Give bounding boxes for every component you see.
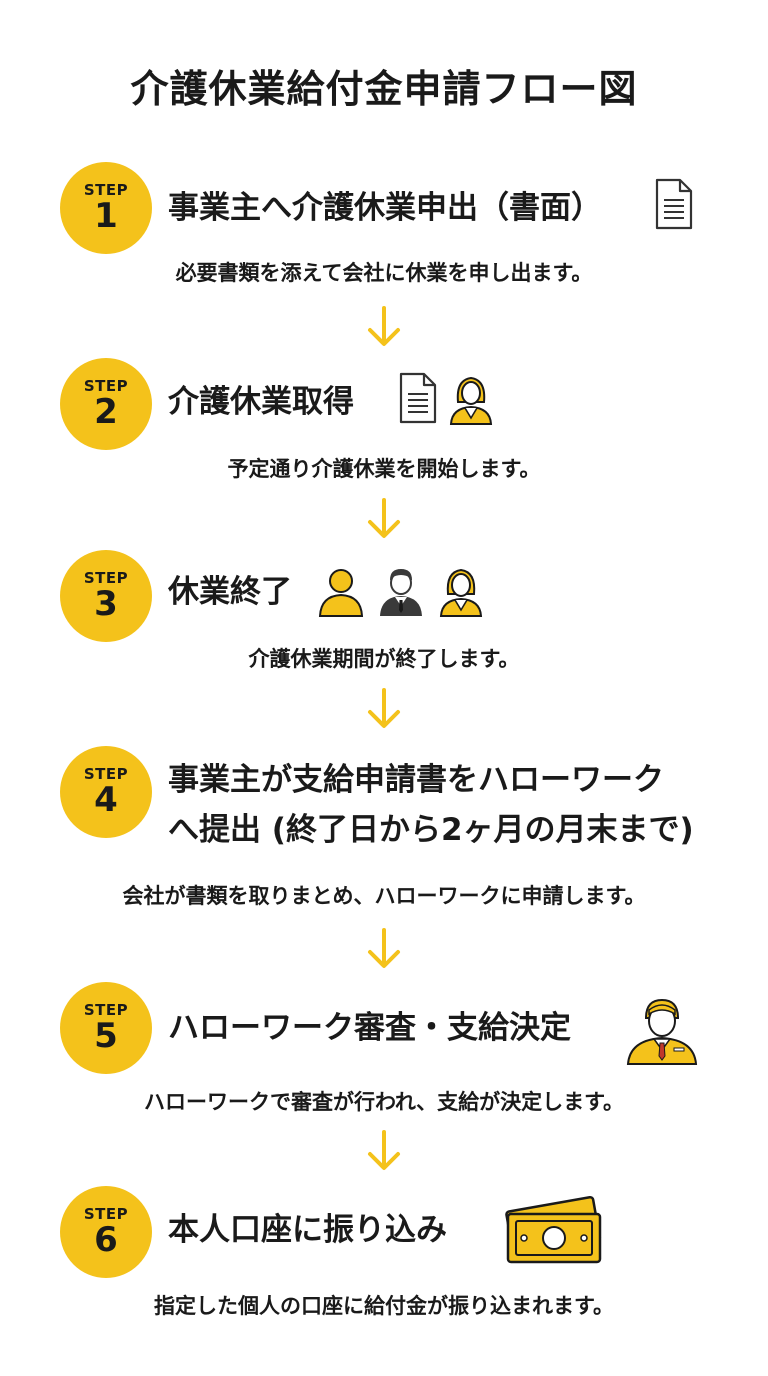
step-3-title: 休業終了	[168, 574, 292, 610]
step-4-desc: 会社が書類を取りまとめ、ハローワークに申請します。	[122, 884, 646, 908]
step-4-title-line1: 事業主が支給申請書をハローワーク	[168, 762, 664, 798]
step-number: 1	[94, 196, 118, 236]
arrow-down-icon	[368, 306, 400, 346]
arrow-down-icon	[368, 928, 400, 968]
staff-icon	[626, 998, 698, 1065]
document-icon	[655, 178, 693, 230]
step-badge-4: STEP 4	[60, 746, 152, 838]
step-label: STEP	[83, 765, 129, 783]
step-3-desc: 介護休業期間が終了します。	[248, 647, 520, 671]
page-title: 介護休業給付金申請フロー図	[130, 67, 638, 111]
step-1-title: 事業主へ介護休業申出（書面）	[168, 190, 602, 226]
arrow-down-icon	[368, 1130, 400, 1170]
money-icon	[505, 1195, 602, 1264]
step-number: 4	[94, 780, 118, 820]
step-6-title: 本人口座に振り込み	[168, 1212, 447, 1248]
step-number: 2	[94, 392, 118, 432]
step-2-title: 介護休業取得	[168, 384, 354, 420]
person-icon	[318, 569, 364, 617]
step-1-desc: 必要書類を添えて会社に休業を申し出ます。	[175, 261, 593, 285]
step-number: 6	[94, 1220, 118, 1260]
step-4-title-line2: へ提出 (終了日から2ヶ月の月末まで)	[168, 812, 694, 848]
step-label: STEP	[83, 1001, 129, 1019]
step-number: 5	[94, 1016, 118, 1056]
step-badge-3: STEP 3	[60, 550, 152, 642]
woman-icon	[449, 376, 493, 425]
document-icon	[399, 372, 437, 424]
step-label: STEP	[83, 377, 129, 395]
step-6-desc: 指定した個人の口座に給付金が振り込まれます。	[154, 1294, 614, 1318]
woman-icon	[439, 568, 483, 617]
step-2-desc: 予定通り介護休業を開始します。	[227, 457, 541, 481]
arrow-down-icon	[368, 688, 400, 728]
step-badge-5: STEP 5	[60, 982, 152, 1074]
step-badge-1: STEP 1	[60, 162, 152, 254]
step-label: STEP	[83, 1205, 129, 1223]
step-5-title: ハローワーク審査・支給決定	[168, 1010, 571, 1046]
step-badge-2: STEP 2	[60, 358, 152, 450]
step-label: STEP	[83, 181, 129, 199]
step-label: STEP	[83, 569, 129, 587]
step-5-desc: ハローワークで審査が行われ、支給が決定します。	[143, 1090, 625, 1114]
arrow-down-icon	[368, 498, 400, 538]
businessman-icon	[380, 569, 422, 616]
step-badge-6: STEP 6	[60, 1186, 152, 1278]
step-number: 3	[94, 584, 118, 624]
